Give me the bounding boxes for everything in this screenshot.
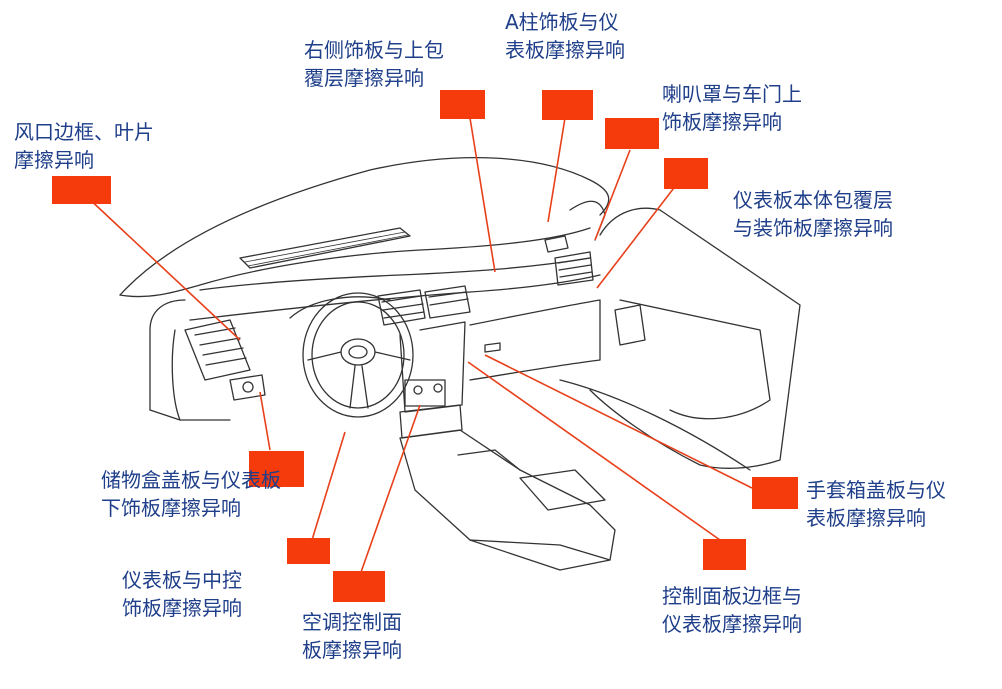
label-line: A柱饰板与仪 <box>505 10 619 34</box>
marker-ip-body <box>664 158 708 189</box>
leader-line-ip-body <box>596 179 681 289</box>
marker-center-console <box>287 538 330 564</box>
leader-line-center-console <box>311 431 346 541</box>
marker-glovebox <box>752 477 798 509</box>
label-line: 饰板摩擦异响 <box>122 596 242 620</box>
label-center-console: 仪表板与中控 饰板摩擦异响 <box>122 566 242 622</box>
marker-vent-bezel <box>52 176 111 204</box>
label-line: 表板摩擦异响 <box>505 38 625 62</box>
label-line: 摩擦异响 <box>14 148 94 172</box>
label-line: 手套箱盖板与仪 <box>806 478 946 502</box>
label-line: 覆层摩擦异响 <box>304 66 424 90</box>
label-ip-body: 仪表板本体包覆层 与装饰板摩擦异响 <box>733 186 893 242</box>
marker-control-bezel <box>703 539 746 570</box>
label-glovebox: 手套箱盖板与仪 表板摩擦异响 <box>806 476 946 532</box>
label-line: 风口边框、叶片 <box>14 120 154 144</box>
label-line: 空调控制面 <box>302 610 402 634</box>
marker-ac-panel <box>333 571 385 602</box>
label-line: 喇叭罩与车门上 <box>662 82 802 106</box>
leader-line-storage-box <box>259 391 271 451</box>
leader-line-control-bezel <box>467 361 721 541</box>
marker-right-trim <box>440 90 485 119</box>
label-line: 右侧饰板与上包 <box>304 38 444 62</box>
label-line: 板摩擦异响 <box>302 638 402 662</box>
leader-line-right-trim <box>469 117 496 273</box>
marker-a-pillar <box>542 90 593 120</box>
label-line: 仪表板与中控 <box>122 568 242 592</box>
label-vent-bezel: 风口边框、叶片 摩擦异响 <box>14 118 154 174</box>
label-line: 仪表板本体包覆层 <box>733 188 893 212</box>
label-line: 储物盒盖板与仪表板 <box>101 468 281 492</box>
label-right-trim: 右侧饰板与上包 覆层摩擦异响 <box>304 36 444 92</box>
label-control-bezel: 控制面板边框与 仪表板摩擦异响 <box>662 582 802 638</box>
marker-speaker-grille <box>605 118 659 149</box>
label-line: 与装饰板摩擦异响 <box>733 216 893 240</box>
leader-line-a-pillar <box>547 117 566 223</box>
label-storage-box: 储物盒盖板与仪表板 下饰板摩擦异响 <box>101 466 281 522</box>
label-line: 控制面板边框与 <box>662 584 802 608</box>
label-line: 仪表板摩擦异响 <box>662 612 802 636</box>
label-line: 表板摩擦异响 <box>806 506 926 530</box>
label-ac-panel: 空调控制面 板摩擦异响 <box>302 608 402 664</box>
label-line: 下饰板摩擦异响 <box>101 496 241 520</box>
leader-line-glovebox <box>484 354 753 489</box>
leader-line-vent-bezel <box>84 194 241 341</box>
label-a-pillar: A柱饰板与仪 表板摩擦异响 <box>505 8 625 64</box>
label-speaker-grille: 喇叭罩与车门上 饰板摩擦异响 <box>662 80 802 136</box>
leader-line-ac-panel <box>359 404 421 576</box>
label-line: 饰板摩擦异响 <box>662 110 782 134</box>
leader-line-speaker-grille <box>594 149 631 241</box>
marker-storage-box <box>249 451 304 487</box>
